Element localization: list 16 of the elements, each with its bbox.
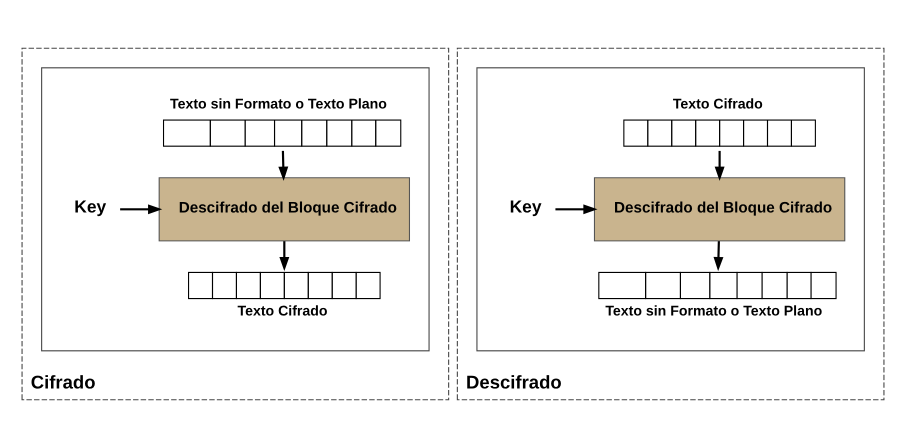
cluster <box>40 67 430 352</box>
node-text: Key <box>74 196 106 216</box>
node-label: Texto Cifrado <box>672 96 762 112</box>
node-label: Texto sin Formato o Texto Plano <box>170 96 386 112</box>
node-label: Texto sin Formato o Texto Plano <box>604 302 822 318</box>
arrow <box>714 150 724 181</box>
arrow <box>554 204 598 214</box>
node-text: Key <box>509 196 542 216</box>
node-box: Descifrado del Bloque Cifrado <box>593 177 845 242</box>
arrow <box>713 241 723 272</box>
arrow <box>278 150 288 181</box>
cluster <box>476 67 864 352</box>
node-box: Descifrado del Bloque Cifrado <box>158 177 410 242</box>
arrow <box>120 204 162 214</box>
node-label: Texto Cifrado <box>237 302 328 318</box>
arrow <box>278 241 289 272</box>
